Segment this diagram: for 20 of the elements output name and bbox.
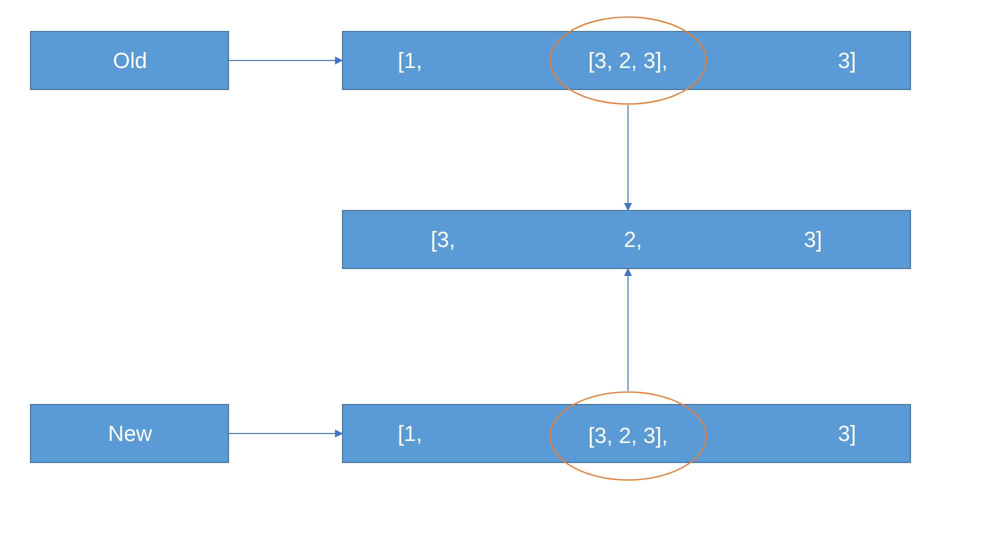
array-box — [342, 404, 911, 463]
arrow — [228, 430, 343, 438]
array-box — [30, 31, 229, 90]
array-text: 3] — [838, 422, 856, 444]
arrow — [624, 268, 632, 392]
array-text: Old — [112, 50, 148, 72]
arrow — [228, 56, 343, 64]
array-text: [1, — [398, 50, 422, 72]
array-text: 2, — [624, 228, 642, 250]
array-text: [1, — [398, 422, 422, 444]
array-box — [342, 210, 911, 269]
arrow — [624, 104, 632, 211]
array-text: [3, 2, 3], — [588, 50, 668, 72]
array-text: 3] — [804, 228, 822, 250]
array-text: [3, — [430, 228, 456, 250]
array-text: 3] — [838, 50, 856, 72]
array-box — [342, 31, 911, 90]
array-text: New — [108, 422, 152, 444]
array-text: [3, 2, 3], — [588, 425, 668, 447]
array-box — [30, 404, 229, 463]
